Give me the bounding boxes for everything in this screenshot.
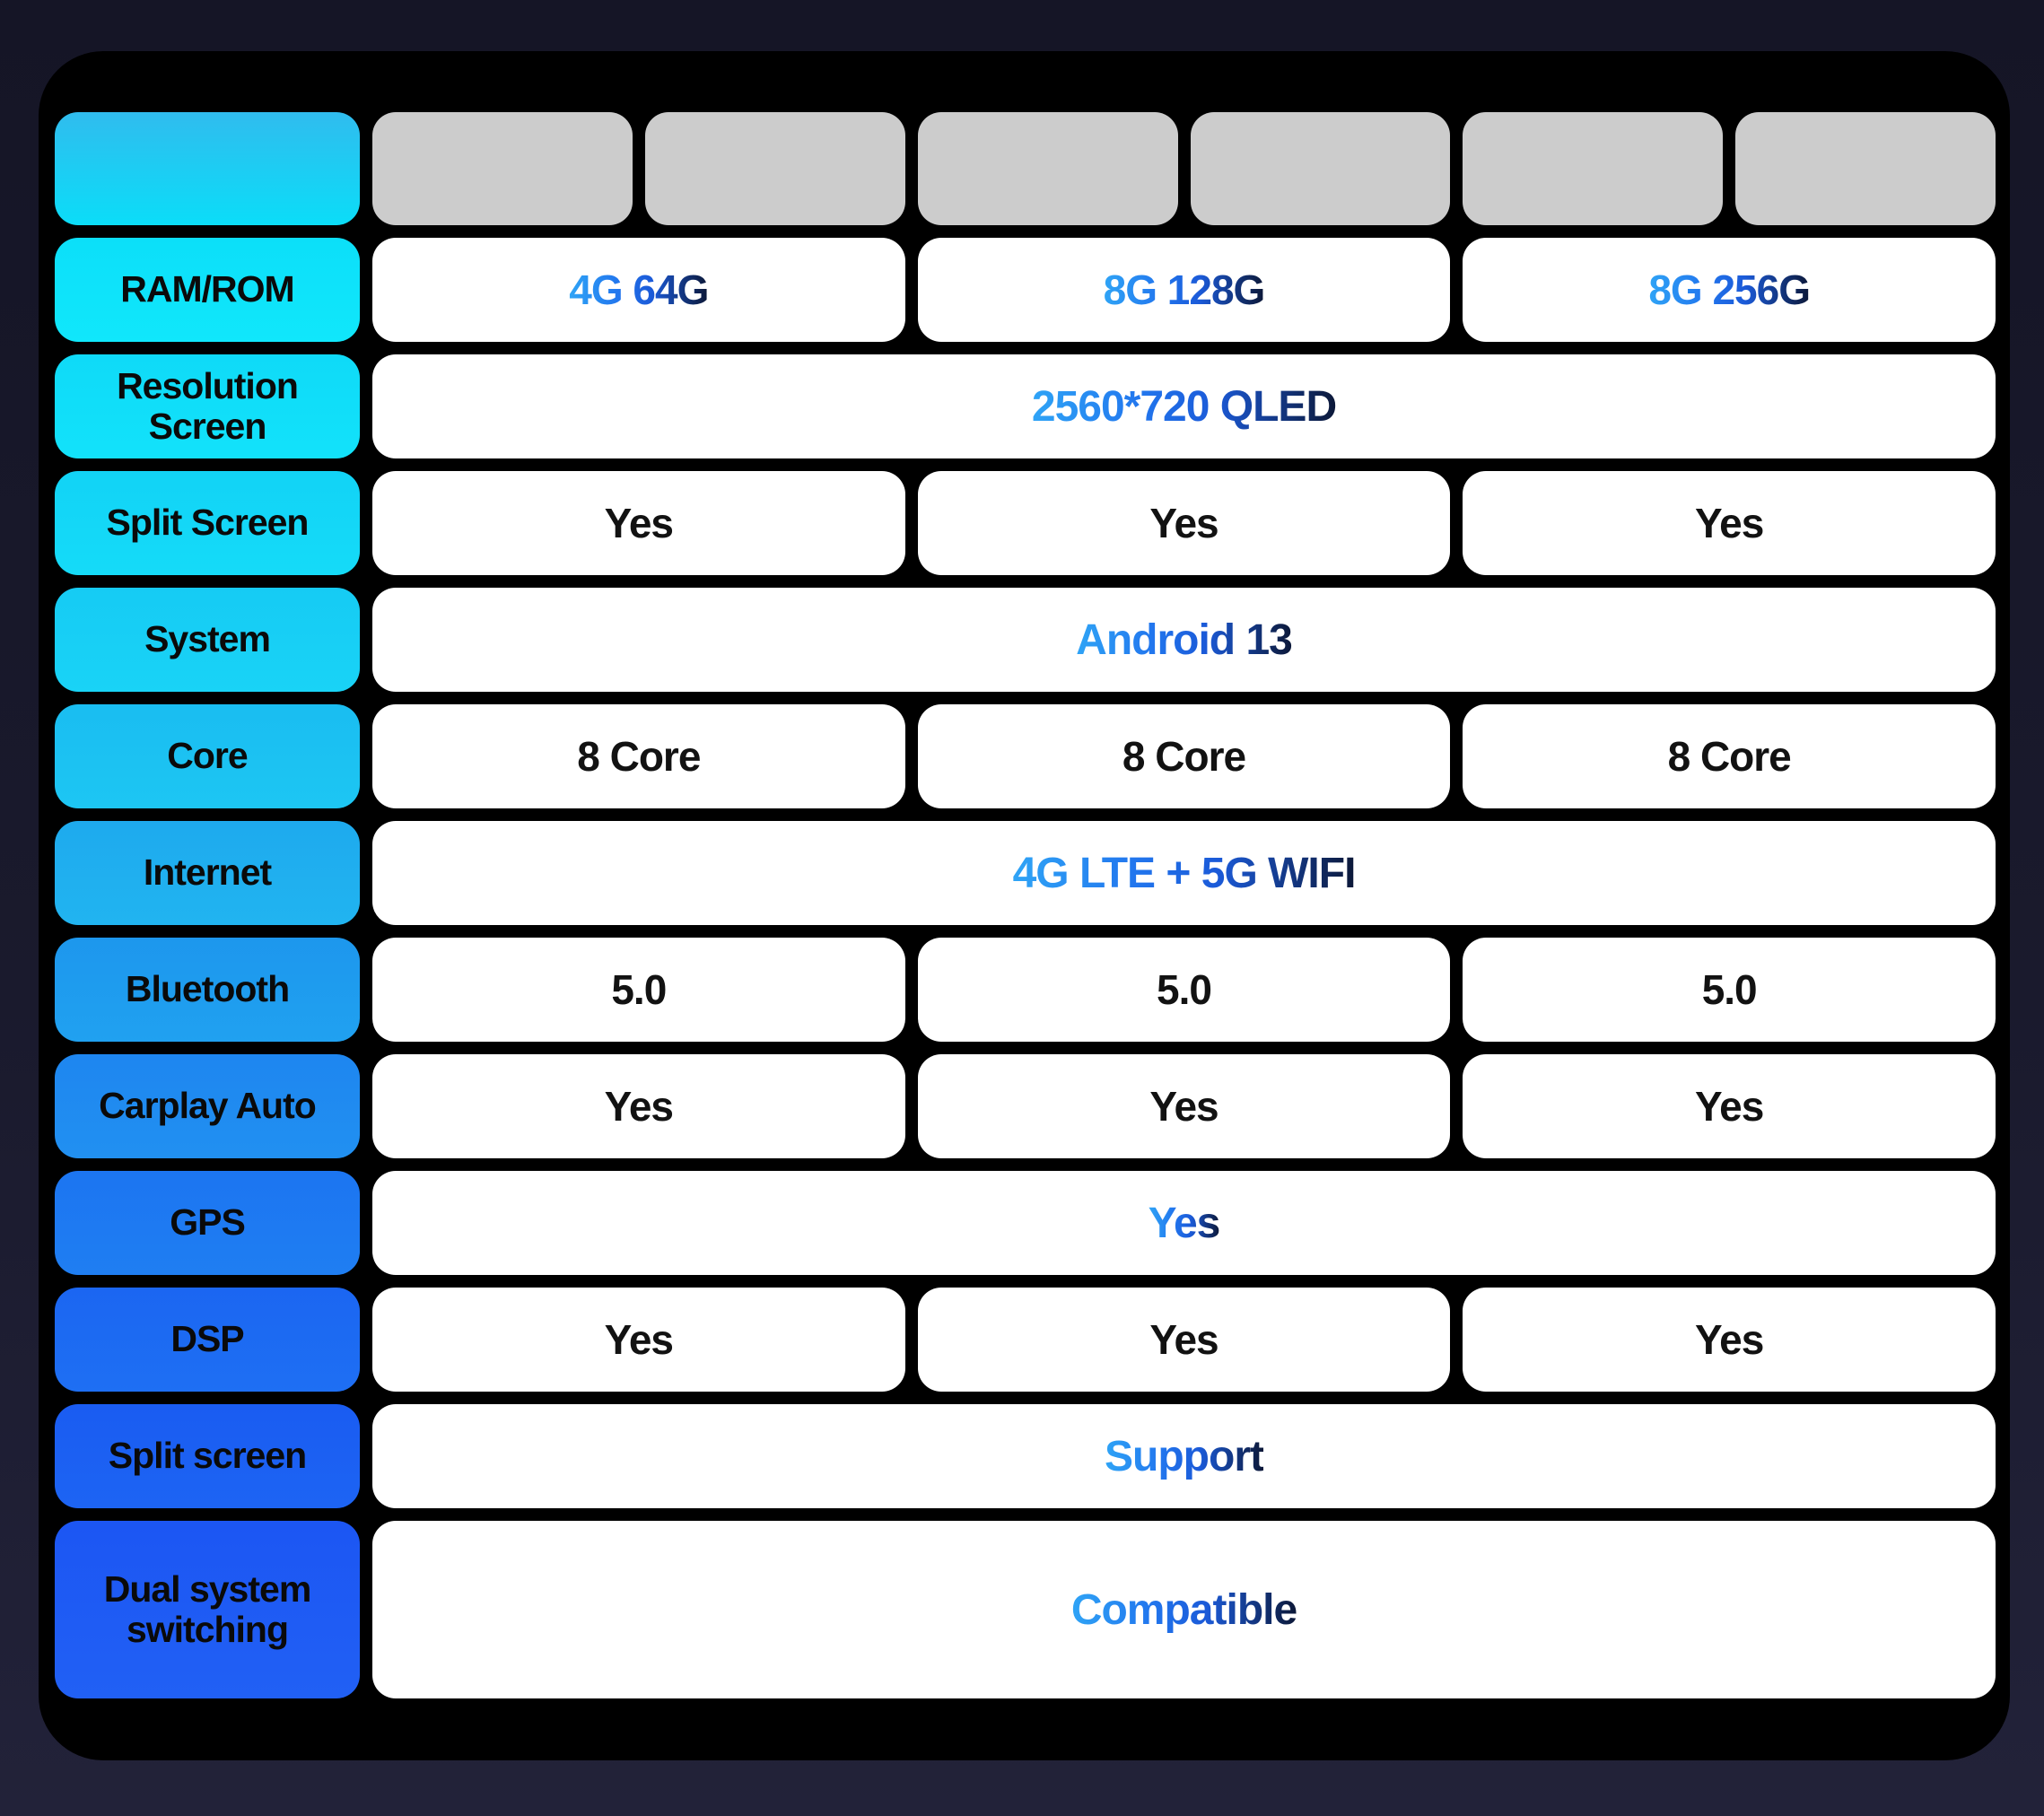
column-header-cell (1735, 112, 1996, 225)
column-header-cell (917, 112, 1178, 225)
core-value-1: 8 Core (372, 704, 905, 808)
split-screen-support-value: Support (372, 1404, 1996, 1508)
row-label-internet: Internet (55, 821, 360, 925)
internet-value-text: 4G LTE + 5G WIFI (1012, 849, 1357, 897)
corner-header-cell (55, 112, 360, 225)
row-label-ram-rom: RAM/ROM (55, 238, 360, 342)
row-label-split-screen-support: Split screen (55, 1404, 360, 1508)
split-screen-value-1: Yes (372, 471, 905, 575)
column-header-cell (644, 112, 905, 225)
dsp-value-3: Yes (1463, 1288, 1996, 1392)
spec-table: RAM/ROM 4G 64G 8G 128G 8G 256G Resolutio… (55, 112, 1996, 1701)
carplay-auto-value-2: Yes (917, 1054, 1451, 1158)
dsp-value-1: Yes (372, 1288, 905, 1392)
row-label-dsp: DSP (55, 1288, 360, 1392)
carplay-auto-value-3: Yes (1463, 1054, 1996, 1158)
ram-rom-value-2: 8G 128G (917, 238, 1451, 342)
ram-rom-value-1-text: 4G 64G (569, 266, 709, 313)
ram-rom-value-3: 8G 256G (1463, 238, 1996, 342)
gps-value-text: Yes (1148, 1199, 1221, 1247)
row-label-dual-system-switching: Dual system switching (55, 1521, 360, 1698)
split-screen-value-3: Yes (1463, 471, 1996, 575)
spec-panel: RAM/ROM 4G 64G 8G 128G 8G 256G Resolutio… (39, 51, 2010, 1760)
column-header-cell (1463, 112, 1724, 225)
ram-rom-value-3-text: 8G 256G (1648, 266, 1811, 313)
resolution-screen-value-text: 2560*720 QLED (1031, 382, 1337, 431)
dual-system-switching-value-text: Compatible (1070, 1585, 1297, 1634)
row-label-system: System (55, 588, 360, 692)
row-label-core: Core (55, 704, 360, 808)
column-header-cell (1190, 112, 1451, 225)
row-label-bluetooth: Bluetooth (55, 938, 360, 1042)
ram-rom-value-1: 4G 64G (372, 238, 905, 342)
dsp-value-2: Yes (917, 1288, 1451, 1392)
ram-rom-value-2-text: 8G 128G (1103, 266, 1266, 313)
row-label-carplay-auto: Carplay Auto (55, 1054, 360, 1158)
carplay-auto-value-1: Yes (372, 1054, 905, 1158)
gps-value: Yes (372, 1171, 1996, 1275)
dual-system-switching-value: Compatible (372, 1521, 1996, 1698)
system-value-text: Android 13 (1076, 616, 1293, 664)
row-label-split-screen: Split Screen (55, 471, 360, 575)
column-header-cell (372, 112, 633, 225)
bluetooth-value-1: 5.0 (372, 938, 905, 1042)
resolution-screen-value: 2560*720 QLED (372, 354, 1996, 458)
bluetooth-value-2: 5.0 (917, 938, 1451, 1042)
split-screen-value-2: Yes (917, 471, 1451, 575)
core-value-3: 8 Core (1463, 704, 1996, 808)
split-screen-support-value-text: Support (1105, 1432, 1264, 1480)
bluetooth-value-3: 5.0 (1463, 938, 1996, 1042)
system-value: Android 13 (372, 588, 1996, 692)
internet-value: 4G LTE + 5G WIFI (372, 821, 1996, 925)
row-label-resolution-screen: Resolution Screen (55, 354, 360, 458)
row-label-gps: GPS (55, 1171, 360, 1275)
core-value-2: 8 Core (917, 704, 1451, 808)
